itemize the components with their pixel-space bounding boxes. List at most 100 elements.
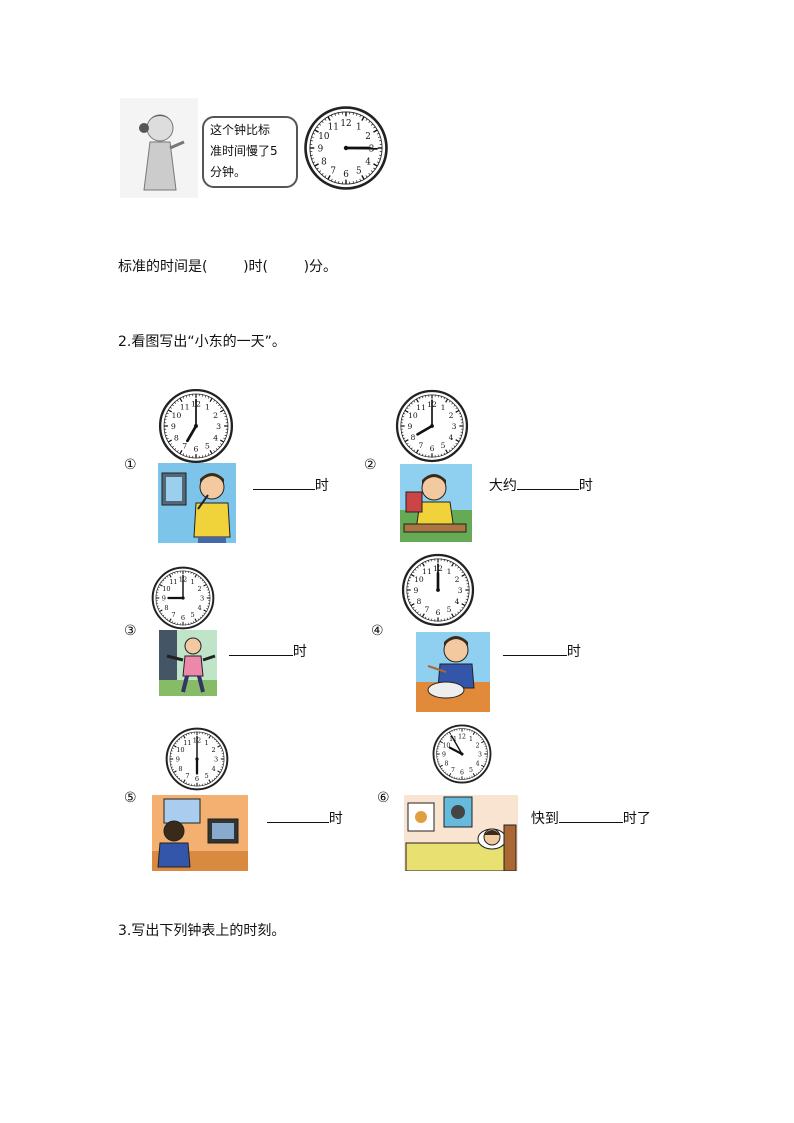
clock-number: 9 [442, 751, 446, 758]
answer-blank-6[interactable] [558, 808, 623, 823]
answer-blank-3[interactable] [228, 641, 293, 656]
clock-number: 12 [458, 734, 466, 741]
item-3-suffix: 时 [292, 644, 307, 660]
clock-number: 5 [469, 767, 473, 774]
scene-watching-tv [152, 795, 248, 871]
intro-illustration: 这个钟比标 准时间慢了5 分钟。 [120, 98, 400, 200]
clock-number: 2 [197, 585, 201, 593]
clock-face: 121234567891011 [432, 724, 492, 784]
item-1-answer: 时 [244, 457, 329, 495]
clock-number: 6 [343, 170, 349, 180]
scene-reading-book [400, 464, 472, 542]
clock-number: 9 [162, 595, 166, 603]
clock-number: 2 [476, 742, 480, 749]
minute-hand [345, 147, 378, 150]
clock-item-1: 121234567891011 [157, 387, 235, 465]
item-3-answer: 时 [220, 623, 307, 661]
clock-number: 3 [216, 422, 221, 431]
item-5-answer: 时 [258, 790, 343, 828]
clock-number: 8 [178, 765, 182, 773]
clock-item-2: 121234567891011 [394, 388, 470, 464]
scene-exercising [159, 630, 217, 696]
item-6-suffix: 时了 [622, 811, 651, 827]
answer-blank-2[interactable] [516, 475, 579, 490]
clock-number: 6 [181, 614, 185, 622]
clock-number: 2 [213, 411, 218, 420]
clock-number: 10 [171, 411, 181, 420]
clock-number: 10 [414, 575, 424, 584]
clock-number: 1 [469, 736, 473, 743]
scene-sleeping [404, 795, 518, 871]
clock-number: 7 [419, 441, 424, 450]
clock-number: 4 [365, 157, 371, 167]
clock-number: 7 [171, 611, 175, 619]
item-4-suffix: 时 [566, 644, 581, 660]
answer-blank-4[interactable] [502, 641, 567, 656]
clock-number: 3 [478, 751, 482, 758]
item-2-answer: 大约时 [480, 457, 593, 495]
clock-number: 11 [416, 403, 426, 412]
clock-number: 2 [449, 411, 454, 420]
clock-number: 1 [205, 403, 210, 412]
clock-number: 7 [425, 605, 430, 614]
clock-number: 4 [476, 760, 480, 767]
clock-face: 121234567891011 [151, 566, 215, 630]
clock-item-4: 121234567891011 [400, 552, 476, 628]
clock-face: 121234567891011 [165, 727, 229, 791]
clock-number: 8 [416, 597, 421, 606]
clock-number: 10 [162, 585, 170, 593]
item-5-suffix: 时 [328, 811, 343, 827]
clock-face: 121234567891011 [395, 389, 469, 463]
clock-number: 8 [444, 760, 448, 767]
clock-number: 3 [214, 756, 218, 764]
clock-number: 6 [194, 445, 199, 454]
clock-number: 7 [330, 167, 336, 177]
q2-heading: 2.看图写出“小东的一天”。 [118, 334, 286, 350]
answer-blank-5[interactable] [266, 808, 329, 823]
clock-number: 4 [197, 604, 201, 612]
clock-number: 11 [169, 578, 177, 586]
clock-number: 3 [452, 422, 457, 431]
clock-number: 9 [171, 422, 176, 431]
item-6-marker: ⑥ [377, 790, 390, 806]
item-1-marker: ① [124, 457, 137, 473]
clock-number: 7 [451, 767, 455, 774]
item-5-marker: ⑤ [124, 790, 137, 806]
clock-number: 8 [174, 433, 179, 442]
item-1-suffix: 时 [314, 478, 329, 494]
clock-number: 4 [213, 433, 218, 442]
clock-number: 5 [447, 605, 452, 614]
clock-number: 4 [211, 765, 215, 773]
clock-number: 8 [410, 433, 415, 442]
intro-question: 标准的时间是( )时( )分。 [118, 259, 338, 275]
clock-number: 1 [190, 578, 194, 586]
answer-blank-1[interactable] [252, 475, 315, 490]
clock-number: 1 [356, 122, 362, 132]
clock-number: 6 [436, 608, 441, 617]
clock-number: 1 [447, 567, 452, 576]
clock-number: 10 [176, 746, 184, 754]
speech-bubble: 这个钟比标 准时间慢了5 分钟。 [202, 116, 298, 188]
clock-number: 2 [211, 746, 215, 754]
clock-number: 9 [176, 756, 180, 764]
clock-number: 1 [204, 739, 208, 747]
clock-number: 5 [205, 442, 210, 451]
item-6-answer: 快到时了 [522, 790, 651, 828]
clock-number: 8 [164, 604, 168, 612]
q3-heading: 3.写出下列钟表上的时刻。 [118, 923, 286, 939]
clock-number: 6 [460, 769, 464, 776]
clock-number: 3 [458, 586, 463, 595]
clock-number: 8 [321, 157, 327, 167]
clock-number: 10 [318, 132, 330, 142]
clock-face: 121234567891011 [401, 553, 475, 627]
item-3-marker: ③ [124, 623, 137, 639]
clock-number: 3 [200, 595, 204, 603]
clock-number: 7 [185, 772, 189, 780]
clock-item-5: 121234567891011 [164, 726, 230, 792]
item-2-prefix: 大约 [488, 478, 517, 494]
clock-number: 5 [441, 441, 446, 450]
clock-number: 9 [414, 586, 419, 595]
item-4-marker: ④ [371, 623, 384, 639]
clock-number: 11 [180, 403, 190, 412]
clock-item-6: 121234567891011 [431, 723, 493, 785]
